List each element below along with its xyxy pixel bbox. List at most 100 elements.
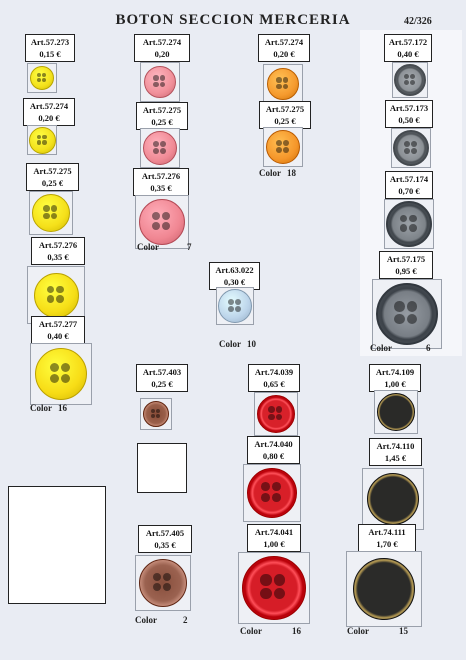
- article-price: 0,25 €: [151, 379, 173, 389]
- button-hole: [411, 140, 417, 147]
- blank-label-box-large: [8, 486, 106, 604]
- button-hole: [275, 147, 282, 153]
- article-label: Art.57.275 0,25 €: [26, 163, 79, 191]
- article-price: 0,15 €: [39, 49, 61, 59]
- article-price: 1,00 €: [384, 379, 406, 389]
- button-hole: [56, 295, 64, 303]
- button-hole: [37, 78, 42, 82]
- article-price: 0,95 €: [395, 266, 417, 276]
- button-hole: [152, 583, 162, 592]
- button-hole: [283, 77, 289, 83]
- button-hole: [394, 301, 405, 312]
- button-hole: [410, 80, 416, 86]
- article-code: Art.57.274: [264, 37, 304, 47]
- article-code: Art.57.173: [389, 103, 429, 113]
- button-hole: [276, 84, 282, 90]
- article-code: Art.57.274: [142, 37, 182, 47]
- sewing-button-image: [30, 66, 54, 90]
- button-hole: [150, 414, 156, 419]
- article-code: Art.74.111: [368, 527, 406, 537]
- article-price: 0,35 €: [150, 183, 172, 193]
- button-hole: [272, 493, 281, 502]
- article-code: Art.74.039: [254, 367, 294, 377]
- button-hole: [283, 84, 289, 90]
- sewing-button-image: [242, 556, 306, 620]
- article-price: 0,25 €: [41, 178, 64, 188]
- article-code: Art.74.041: [254, 527, 294, 537]
- button-hole: [61, 363, 70, 372]
- article-code: Art.74.109: [375, 367, 415, 377]
- sewing-button-image: [367, 473, 419, 525]
- button-hole: [268, 406, 275, 413]
- button-hole: [283, 147, 289, 153]
- button-hole: [268, 414, 275, 421]
- button-hole: [36, 134, 41, 139]
- button-hole: [160, 75, 166, 81]
- button-hole: [235, 298, 241, 305]
- article-code: Art.57.172: [388, 37, 428, 47]
- button-hole: [235, 306, 241, 312]
- button-hole: [43, 213, 50, 220]
- sewing-button-image: [139, 559, 187, 607]
- button-hole: [42, 78, 46, 82]
- sewing-button-image: [144, 66, 176, 98]
- button-hole: [227, 298, 234, 305]
- button-hole: [403, 73, 409, 79]
- article-code: Art.57.175: [386, 254, 426, 264]
- article-label: Art.57.275 0,25 €: [136, 102, 188, 130]
- button-hole: [51, 213, 58, 220]
- button-hole: [50, 363, 59, 372]
- sewing-button-image: [32, 194, 70, 232]
- button-hole: [403, 80, 409, 86]
- article-label: Art.57.275 0,25 €: [259, 101, 311, 129]
- button-hole: [275, 139, 282, 146]
- article-label: Art.57.172 0,40 €: [384, 34, 432, 62]
- button-hole: [163, 583, 172, 592]
- article-code: Art.57.275: [265, 104, 305, 114]
- article-label: Art.57.173 0,50 €: [385, 100, 433, 128]
- button-hole: [43, 205, 50, 212]
- sewing-button-image: [376, 283, 438, 345]
- article-code: Art.57.275: [33, 166, 72, 176]
- article-price: 0,70 €: [398, 186, 420, 196]
- sewing-button-image: [33, 272, 79, 318]
- button-hole: [152, 148, 159, 154]
- article-price: 1,70 €: [376, 539, 398, 549]
- article-price: 0,35 €: [154, 540, 176, 550]
- button-hole: [46, 295, 55, 303]
- sewing-button-image: [257, 395, 295, 433]
- article-price: 0,20 €: [38, 113, 60, 123]
- article-price: 0,35 €: [47, 252, 69, 262]
- sewing-button-image: [247, 468, 297, 518]
- article-price: 0,20 €: [273, 49, 295, 59]
- button-hole: [276, 77, 282, 83]
- article-price: 0,25 €: [274, 116, 296, 126]
- page-title: BOTON SECCION MERCERIA: [115, 12, 351, 28]
- article-price: 0,40 €: [47, 331, 69, 341]
- button-hole: [274, 588, 286, 600]
- article-label: Art.74.109 1,00 €: [369, 364, 421, 392]
- button-hole: [46, 285, 55, 294]
- button-hole: [261, 493, 271, 502]
- sewing-button-image: [393, 130, 429, 166]
- article-price: 0,25 €: [151, 117, 173, 127]
- article-price: 0,40 €: [397, 49, 419, 59]
- button-hole: [272, 482, 281, 492]
- article-price: 0,50 €: [398, 115, 420, 125]
- blank-label-box: [137, 443, 187, 493]
- article-code: Art.57.275: [142, 105, 182, 115]
- button-hole: [50, 374, 59, 383]
